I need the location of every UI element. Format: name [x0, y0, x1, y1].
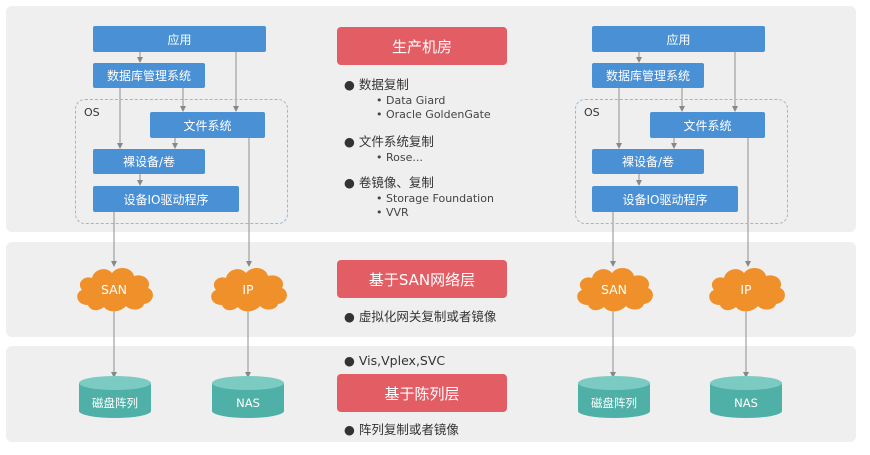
disk-cylinder-icon: [79, 376, 151, 418]
disk-array-left: 磁盘阵列: [78, 375, 152, 419]
cloud-icon: [577, 267, 653, 312]
bullet-data-replication: ● 数据复制: [344, 77, 409, 92]
virtual-gateway-label: 虚拟化网关复制或者镜像: [358, 309, 497, 324]
sub-item-rose: • Rose...: [376, 151, 423, 164]
disk-cylinder-icon: [710, 376, 782, 418]
disk-label: 磁盘阵列: [92, 396, 138, 410]
bullet-fs-replication: ● 文件系统复制: [344, 134, 434, 149]
left-raw-box: 裸设备/卷: [93, 149, 205, 174]
array-layer-title: 基于陈列层: [337, 374, 507, 412]
left-driver-box: 设备IO驱动程序: [93, 186, 239, 212]
disk-array-right: 磁盘阵列: [577, 375, 651, 419]
right-driver-box: 设备IO驱动程序: [592, 186, 738, 212]
left-app-box: 应用: [93, 26, 266, 52]
bullet-volume-mirror: ● 卷镜像、复制: [344, 175, 434, 190]
vis-vplex-svc-label: Vis,Vplex,SVC: [358, 353, 446, 368]
cloud-icon: [211, 267, 287, 312]
san-cloud-right: SAN: [572, 263, 656, 315]
cloud-label: SAN: [100, 281, 128, 297]
ip-cloud-right: IP: [704, 263, 788, 315]
right-os-label: OS: [584, 106, 600, 119]
cloud-label: IP: [740, 281, 752, 297]
right-os-frame: [575, 99, 788, 224]
ip-cloud-left: IP: [206, 263, 290, 315]
sub-item-data-giard: • Data Giard: [376, 94, 446, 107]
fs-replication-label: 文件系统复制: [358, 134, 434, 149]
data-giard-label: Data Giard: [386, 94, 446, 107]
disk-cylinder-icon: [578, 376, 650, 418]
cloud-label: SAN: [600, 281, 628, 297]
rose-label: Rose...: [386, 151, 423, 164]
oracle-goldengate-label: Oracle GoldenGate: [386, 108, 491, 121]
sub-item-vvr: • VVR: [376, 206, 409, 219]
disk-label: NAS: [236, 396, 260, 410]
right-raw-box: 裸设备/卷: [592, 149, 704, 174]
storage-foundation-label: Storage Foundation: [386, 192, 494, 205]
cloud-icon: [77, 267, 153, 312]
left-os-frame: [75, 99, 288, 224]
san-layer-title: 基于SAN网络层: [337, 260, 507, 298]
volume-mirror-label: 卷镜像、复制: [358, 175, 434, 190]
disk-cylinder-icon: [212, 376, 284, 418]
cloud-icon: [709, 267, 785, 312]
disk-label: 磁盘阵列: [591, 396, 637, 410]
right-dbms-box: 数据库管理系统: [592, 63, 704, 88]
right-fs-box: 文件系统: [650, 112, 765, 138]
bullet-array-replication: ● 阵列复制或者镜像: [344, 422, 459, 437]
sub-item-oracle-goldengate: • Oracle GoldenGate: [376, 108, 491, 121]
cloud-label: IP: [242, 281, 254, 297]
left-dbms-box: 数据库管理系统: [93, 63, 205, 88]
bullet-vis-vplex-svc: ● Vis,Vplex,SVC: [344, 353, 446, 368]
vvr-label: VVR: [386, 206, 409, 219]
san-cloud-left: SAN: [72, 263, 156, 315]
array-replication-label: 阵列复制或者镜像: [358, 422, 459, 437]
left-fs-box: 文件系统: [150, 112, 265, 138]
disk-label: NAS: [734, 396, 758, 410]
nas-left: NAS: [211, 375, 285, 419]
data-replication-label: 数据复制: [358, 77, 409, 92]
left-os-label: OS: [84, 106, 100, 119]
sub-item-storage-foundation: • Storage Foundation: [376, 192, 494, 205]
right-app-box: 应用: [592, 26, 765, 52]
nas-right: NAS: [709, 375, 783, 419]
production-room-title: 生产机房: [337, 27, 507, 65]
bullet-virtual-gateway: ● 虚拟化网关复制或者镜像: [344, 309, 497, 324]
